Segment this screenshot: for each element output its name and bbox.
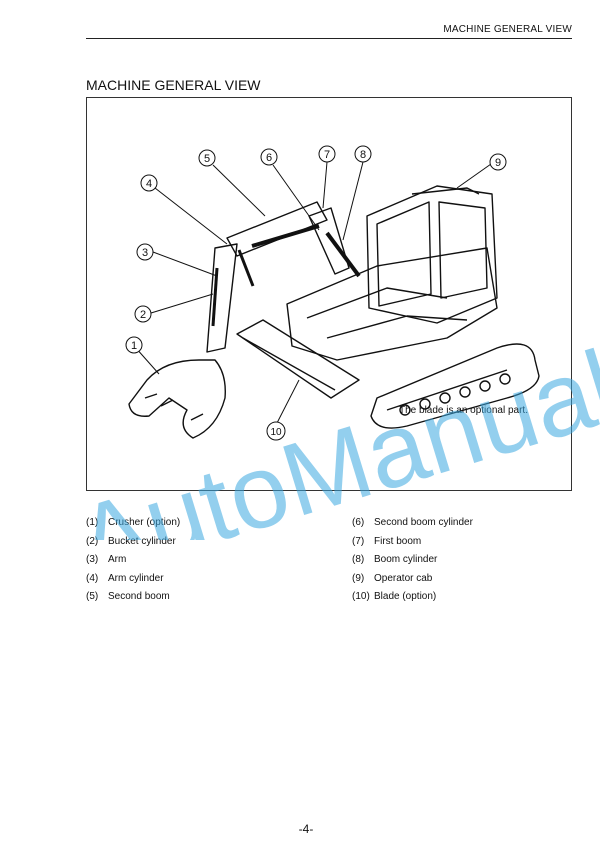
callout-4: [140, 174, 158, 192]
legend-number: (3): [86, 554, 99, 566]
legend-number: (1): [86, 517, 99, 528]
legend-item: (10) Blade (option): [352, 588, 473, 607]
callout-9-label: 9: [495, 157, 501, 169]
crawler-track: [370, 343, 540, 429]
second-boom-cylinder: [251, 224, 320, 248]
callout-1-label: 1: [131, 340, 137, 352]
legend-label: Bucket cylinder: [108, 535, 176, 547]
callout-2: [134, 305, 152, 323]
legend-item: (9) Operator cab: [352, 570, 473, 589]
running-header: MACHINE GENERAL VIEW: [86, 24, 572, 39]
callout-3: [136, 243, 154, 261]
callout-9: [489, 153, 507, 171]
operator-cab: [366, 185, 498, 324]
legend-item: (7) First boom: [352, 533, 473, 552]
legend-label: Arm cylinder: [108, 572, 164, 584]
page-number: -4-: [298, 822, 314, 836]
legend-number: (4): [86, 572, 99, 584]
crusher: [128, 359, 226, 439]
legend-label: Boom cylinder: [374, 554, 438, 566]
legend-label: Second boom cylinder: [374, 517, 473, 528]
legend-number: (6): [352, 517, 365, 528]
callout-8: [354, 145, 372, 163]
legend-label: Operator cab: [374, 572, 433, 584]
legend-item: (1) Crusher (option): [86, 514, 180, 533]
track-rollers: [399, 373, 511, 416]
bucket-cylinder: [211, 267, 219, 327]
callout-7: [318, 145, 336, 163]
callout-6: [260, 148, 278, 166]
callout-2-label: 2: [140, 309, 146, 321]
legend-label: First boom: [374, 535, 422, 547]
legend-item: (8) Boom cylinder: [352, 551, 473, 570]
callout-7-label: 7: [324, 149, 330, 161]
callout-4-label: 4: [146, 178, 152, 190]
machine-figure: 1 2 3 4 5 6 7 8 9 10 The blade is an opt…: [86, 97, 572, 491]
second-boom: [226, 201, 328, 257]
callout-5: [198, 149, 216, 167]
boom-cylinder: [325, 231, 361, 278]
legend-number: (10): [352, 591, 370, 603]
callout-8-label: 8: [360, 149, 366, 161]
upper-structure: [286, 247, 498, 361]
callout-5-label: 5: [204, 153, 210, 165]
legend-label: Crusher (option): [108, 517, 181, 528]
legend-item: (3) Arm: [86, 551, 180, 570]
blade: [236, 319, 360, 399]
callout-10-label: 10: [270, 427, 282, 438]
blade-note: The blade is an optional part.: [399, 405, 528, 416]
legend-item: (6) Second boom cylinder: [352, 514, 473, 533]
arm: [206, 243, 238, 353]
excavator-illustration: 1 2 3 4 5 6 7 8 9 10: [125, 145, 540, 441]
legend-item: (2) Bucket cylinder: [86, 533, 180, 552]
callout-10: [266, 421, 286, 441]
callout-1: [125, 336, 143, 354]
legend-right: (6) Second boom cylinder (7) First boom (8…: [352, 514, 473, 607]
section-title: MACHINE GENERAL VIEW: [86, 77, 261, 93]
legend-number: (7): [352, 535, 365, 547]
legend-label: Blade (option): [374, 591, 437, 603]
first-boom: [308, 207, 350, 275]
legend-left: (1) Crusher (option) (2) Bucket cylinder (…: [86, 514, 180, 607]
legend-number: (8): [352, 554, 365, 566]
callout-3-label: 3: [142, 247, 148, 259]
legend-number: (2): [86, 535, 99, 547]
legend-number: (5): [86, 591, 99, 603]
legend-number: (9): [352, 572, 365, 584]
legend-item: (4) Arm cylinder: [86, 570, 180, 589]
arm-cylinder: [237, 249, 255, 287]
legend-label: Second boom: [108, 591, 170, 603]
legend-label: Arm: [108, 554, 127, 566]
legend-item: (5) Second boom: [86, 588, 180, 607]
callout-6-label: 6: [266, 152, 272, 164]
